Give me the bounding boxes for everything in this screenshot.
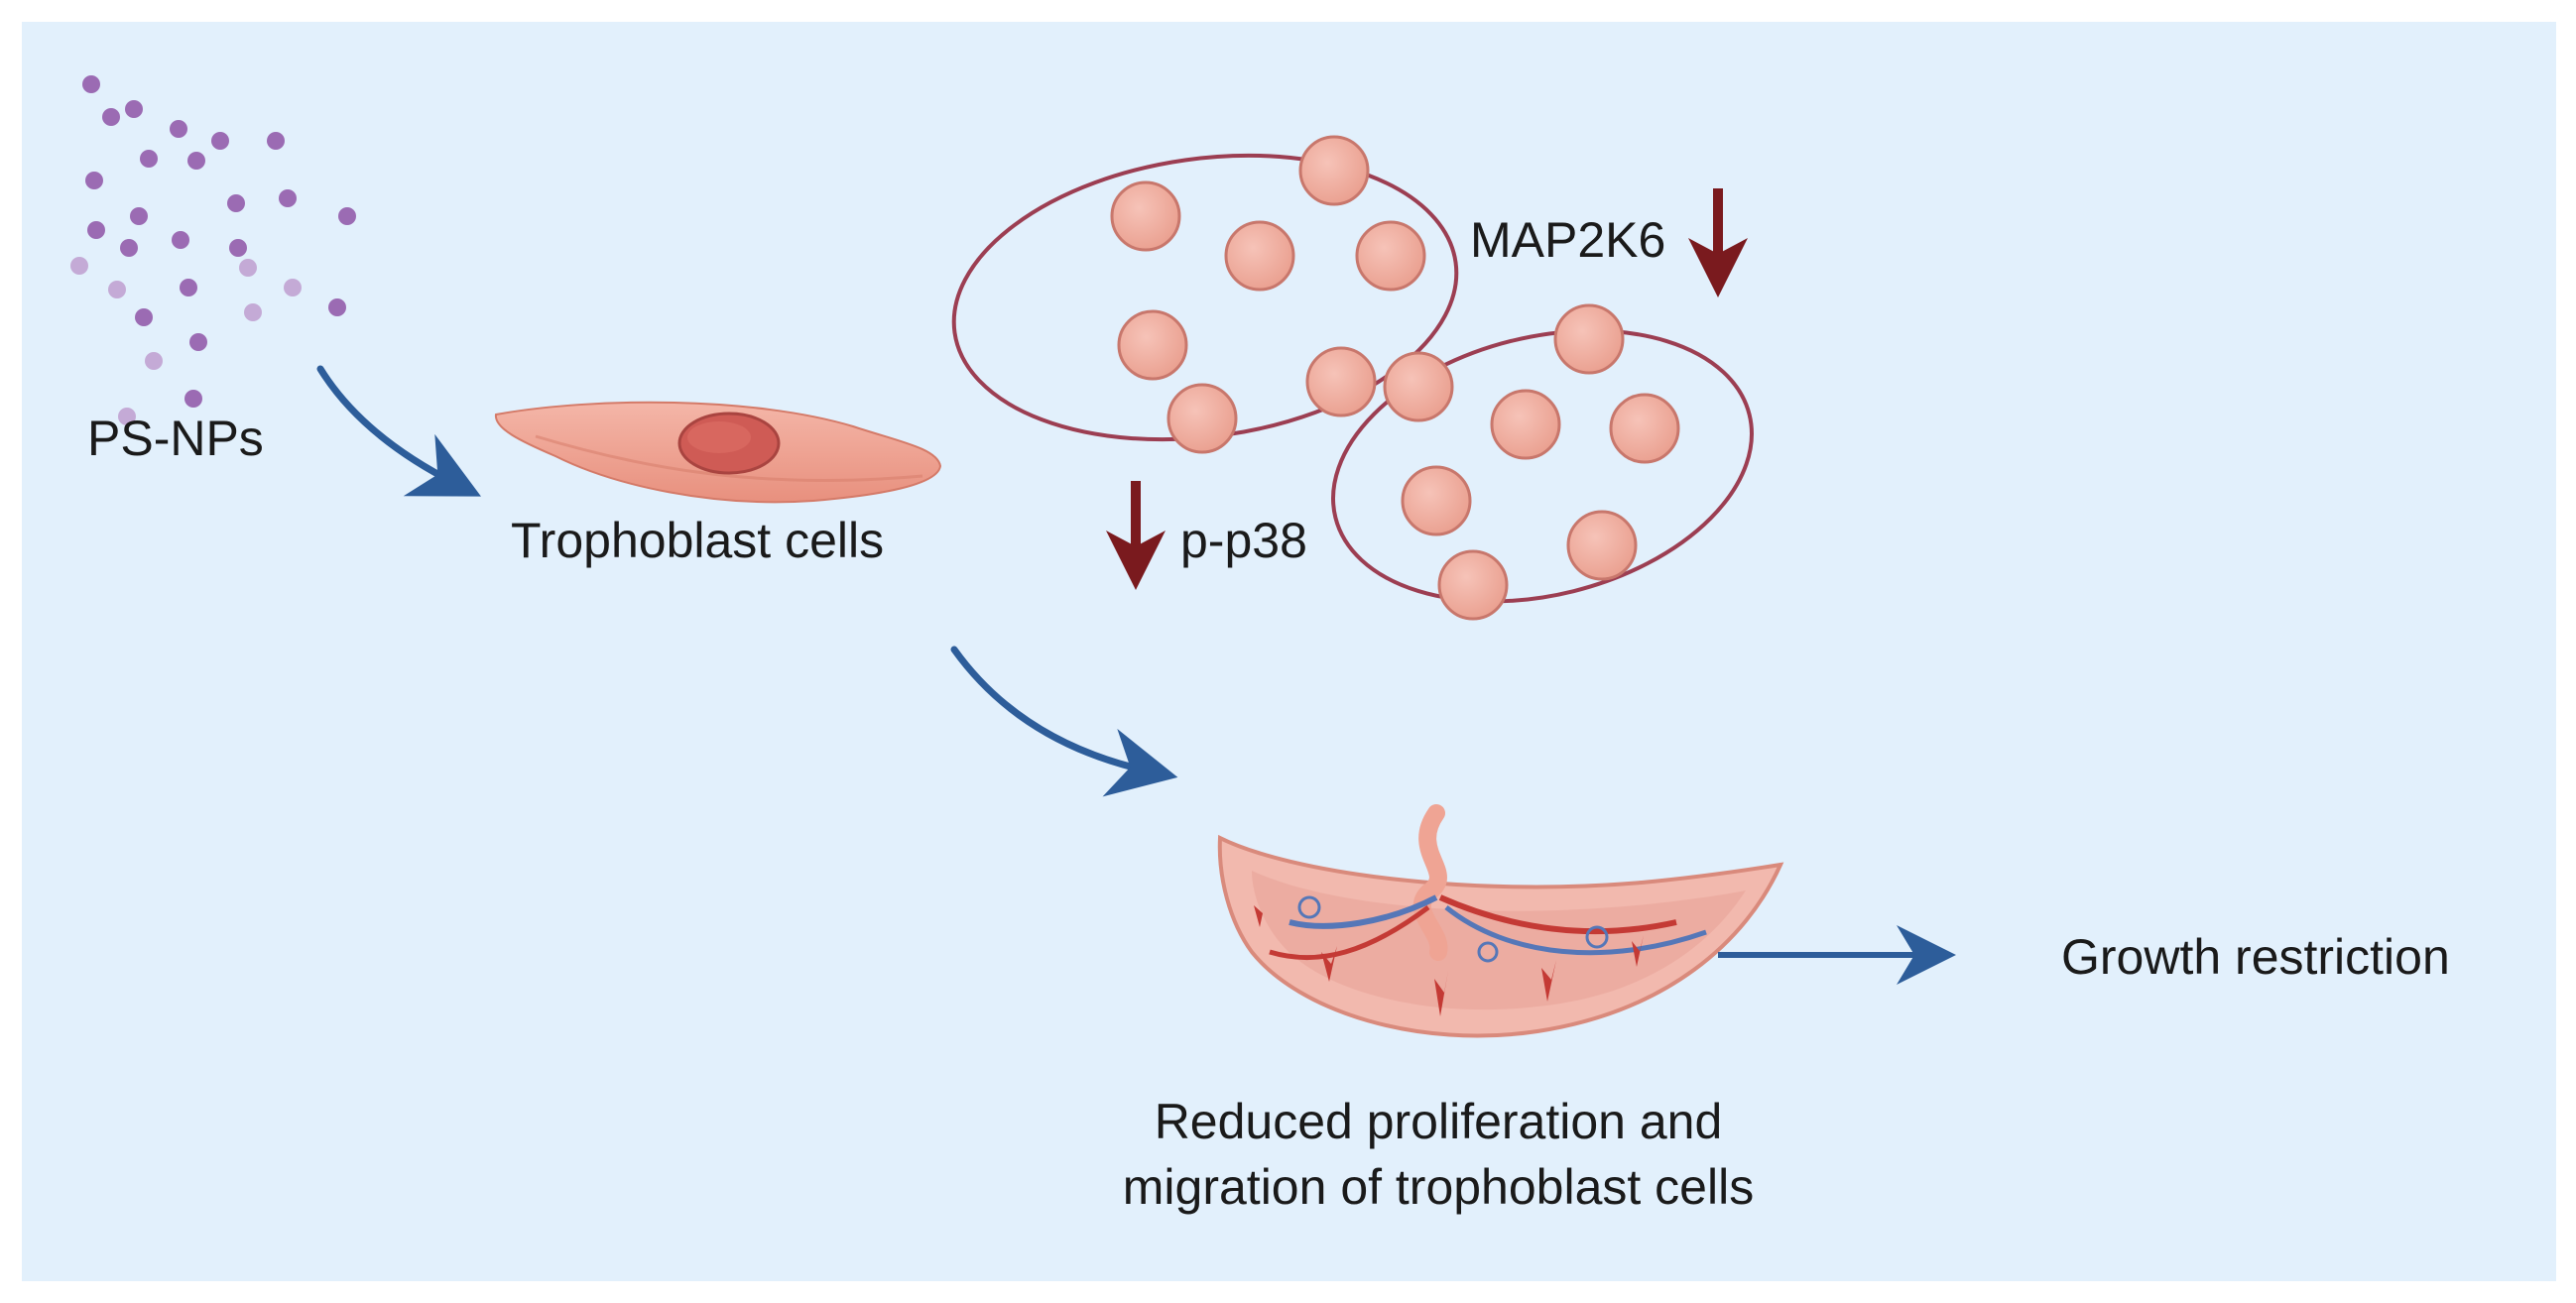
nanoparticle-dot xyxy=(184,390,202,408)
protein-bead xyxy=(1298,135,1370,206)
nanoparticle-dot xyxy=(229,239,247,257)
nanoparticle-dot xyxy=(125,100,143,118)
nanoparticle-dot xyxy=(108,281,126,298)
nanoparticle-dot xyxy=(85,172,103,189)
protein-bead xyxy=(1553,303,1625,375)
arrow-cell-to-placenta xyxy=(950,646,1178,797)
trophoblast-cell-icon xyxy=(494,401,942,504)
nanoparticle-dot xyxy=(279,189,297,207)
label-map2k6: MAP2K6 xyxy=(1470,212,1666,268)
nanoparticle-dot xyxy=(140,150,158,168)
protein-bead xyxy=(1224,220,1295,292)
nanoparticle-dot xyxy=(70,257,88,275)
nanoparticle-dot xyxy=(118,408,136,425)
nanoparticles-cluster xyxy=(70,75,356,425)
nanoparticle-dot xyxy=(227,194,245,212)
nanoparticle-dot xyxy=(211,132,229,150)
nanoparticle-dot xyxy=(239,259,257,277)
protein-bead xyxy=(1166,383,1238,454)
protein-bead xyxy=(1383,351,1454,422)
nanoparticle-dot xyxy=(267,132,285,150)
nanoparticle-dot xyxy=(145,352,163,370)
label-ps-nps: PS-NPs xyxy=(87,411,264,466)
label-reduced-proliferation: Reduced proliferation and migration of t… xyxy=(992,1089,1885,1220)
protein-bead xyxy=(1401,465,1472,536)
nanoparticle-dot xyxy=(338,207,356,225)
placenta-icon xyxy=(1217,804,1784,1038)
nanoparticle-dot xyxy=(120,239,138,257)
protein-bead xyxy=(1117,309,1188,381)
nanoparticle-dot xyxy=(284,279,302,296)
label-p-p38: p-p38 xyxy=(1180,513,1307,568)
nanoparticle-dot xyxy=(87,221,105,239)
protein-bead xyxy=(1110,180,1181,252)
nanoparticle-dot xyxy=(244,303,262,321)
arrow-np-to-cell xyxy=(316,365,481,497)
nanoparticle-dot xyxy=(130,207,148,225)
protein-beads xyxy=(1110,135,1680,621)
label-reduced-line2: migration of trophoblast cells xyxy=(1122,1159,1755,1215)
nanoparticle-dot xyxy=(189,333,207,351)
background-panel xyxy=(22,22,2556,1281)
label-growth-restriction: Growth restriction xyxy=(2061,929,2450,985)
protein-bead xyxy=(1437,549,1509,621)
protein-bead xyxy=(1355,220,1426,292)
protein-bead xyxy=(1566,510,1638,581)
nanoparticle-dot xyxy=(172,231,189,249)
nanoparticle-dot xyxy=(187,152,205,170)
nanoparticle-dot xyxy=(170,120,187,138)
protein-bead xyxy=(1609,393,1680,464)
nanoparticle-dot xyxy=(82,75,100,93)
nanoparticle-dot xyxy=(180,279,197,296)
protein-bead xyxy=(1305,346,1377,417)
nanoparticle-dot xyxy=(135,308,153,326)
label-reduced-line1: Reduced proliferation and xyxy=(1154,1094,1723,1149)
nanoparticle-dot xyxy=(102,108,120,126)
nanoparticle-dot xyxy=(328,298,346,316)
protein-complex-icon xyxy=(951,135,1754,621)
label-trophoblast-cells: Trophoblast cells xyxy=(511,513,885,568)
protein-bead xyxy=(1490,389,1561,460)
